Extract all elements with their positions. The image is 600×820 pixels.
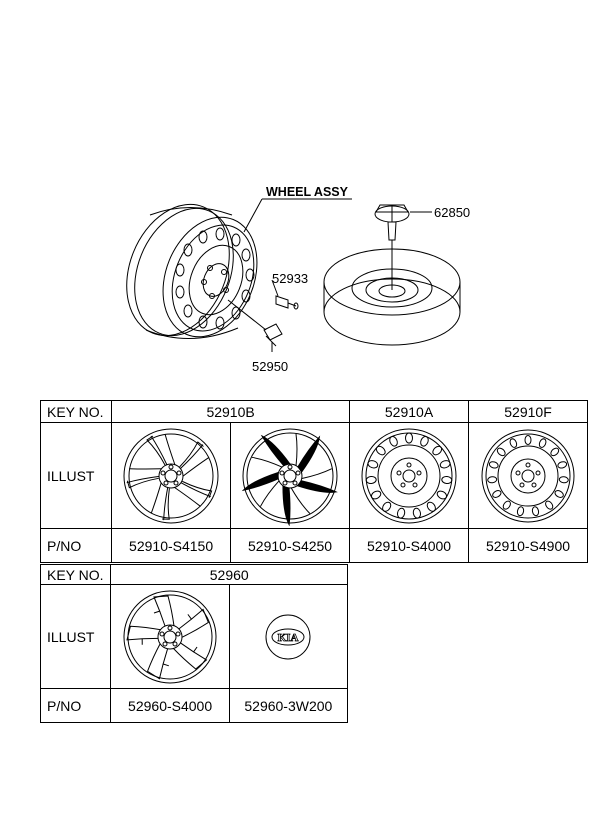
kia-center-cap-illustration: KIA [265, 614, 311, 659]
valve-stem-drawing [271, 279, 299, 310]
wheel-assembly-diagram [126, 198, 461, 352]
illust-cell [111, 422, 232, 529]
key-no-label: KEY NO. [39, 400, 113, 423]
alloy-wheel-illustration [240, 428, 338, 526]
nut-callout: 52950 [252, 359, 289, 374]
steel-wheel-illustration [481, 429, 575, 522]
illust-cell [468, 422, 588, 529]
illust-cell [230, 422, 351, 529]
key-cell: 52910F [468, 400, 588, 423]
illust-cell: KIA [228, 584, 349, 689]
steel-wheel-drawing [126, 203, 258, 339]
lug-nut-drawing [227, 299, 283, 352]
kia-logo-text: KIA [278, 632, 299, 644]
wheel-cap-table: KEY NO. 52960 ILLUST [39, 564, 349, 723]
hold-down-cap-drawing [374, 204, 432, 241]
illust-cell [110, 584, 230, 689]
part-number-cell: 52960-S4000 [110, 688, 230, 723]
steel-wheel-illustration [361, 428, 457, 523]
pno-label: P/NO [39, 688, 112, 723]
wheel-assy-callout: WHEEL ASSY [266, 185, 348, 199]
key-no-label: KEY NO. [39, 564, 112, 585]
spare-tire-drawing [323, 240, 461, 346]
part-number-cell: 52960-3W200 [228, 688, 349, 723]
alloy-wheel-illustration [123, 590, 217, 683]
part-number-cell: 52910-S4250 [230, 528, 351, 563]
part-number-cell: 52910-S4150 [111, 528, 232, 563]
illust-label: ILLUST [39, 584, 112, 689]
key-cell: 52960 [110, 564, 348, 585]
valve-callout: 52933 [272, 271, 309, 286]
pno-label: P/NO [39, 528, 113, 563]
part-number-cell: 52910-S4900 [468, 528, 588, 563]
alloy-wheel-illustration [123, 428, 219, 525]
key-cell: 52910A [349, 400, 470, 423]
illust-cell [349, 422, 470, 529]
illust-label: ILLUST [39, 422, 113, 529]
key-cell: 52910B [111, 400, 351, 423]
cap-callout: 62850 [434, 205, 471, 220]
wheel-parts-table: KEY NO. 52910B 52910A 52910F ILLUST [39, 400, 588, 563]
part-number-cell: 52910-S4000 [349, 528, 470, 563]
